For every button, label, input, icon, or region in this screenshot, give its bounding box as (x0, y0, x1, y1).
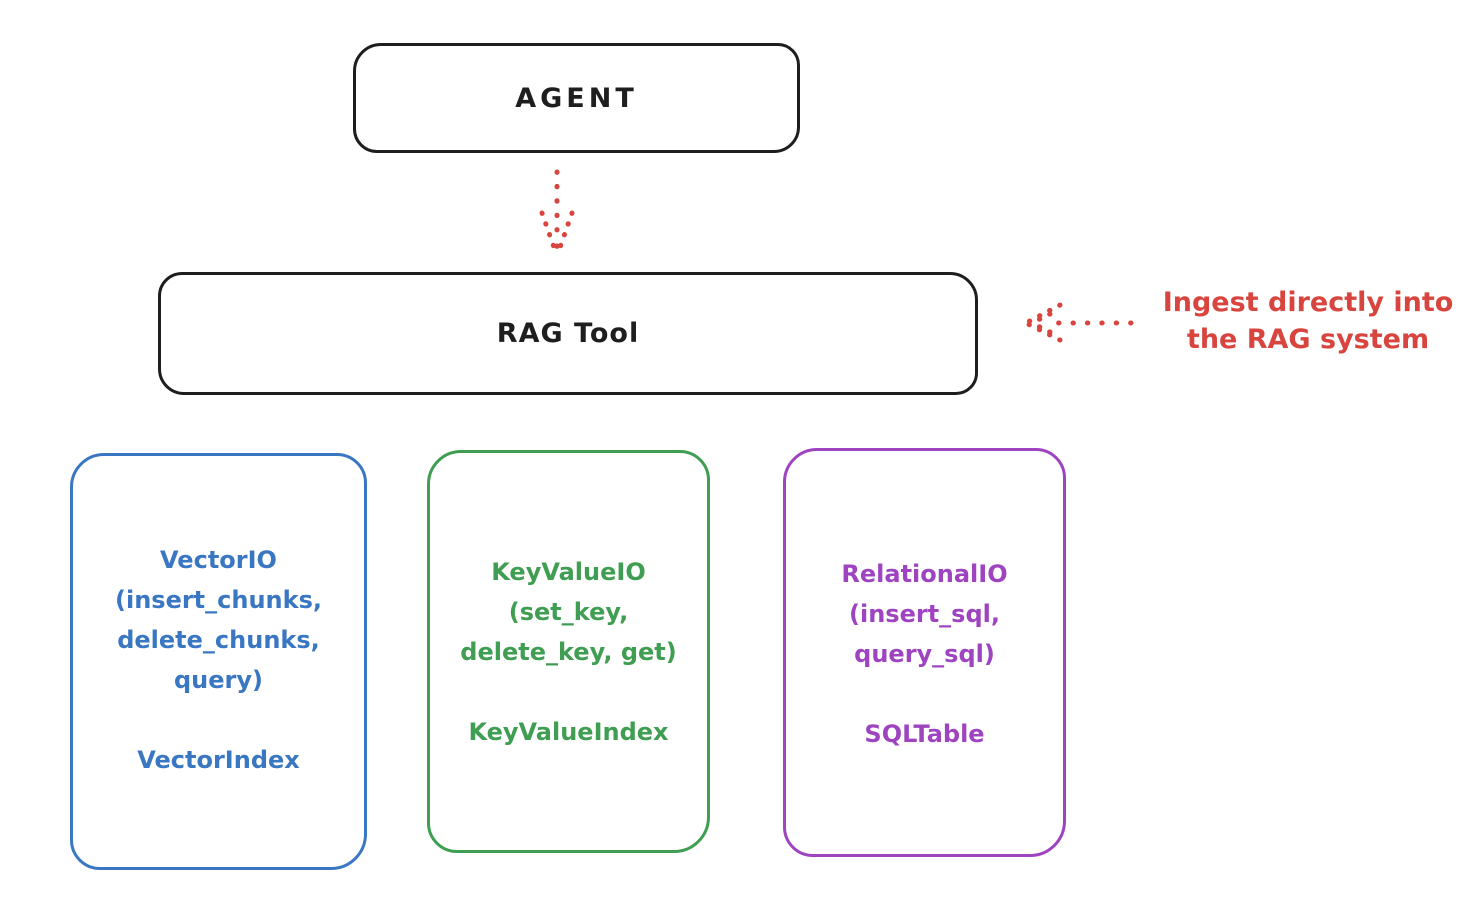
backend-keyvalueio-node: KeyValueIO (set_key, delete_key, get) Ke… (427, 450, 710, 853)
vectorio-line: delete_chunks, (117, 626, 320, 654)
keyvalueio-methods: KeyValueIO (set_key, delete_key, get) (430, 552, 707, 672)
rag-tool-node: RAG Tool (158, 272, 978, 395)
backend-vectorio-node: VectorIO (insert_chunks, delete_chunks, … (70, 453, 367, 870)
dotted-arrow-down-icon (539, 169, 575, 259)
ingest-annotation: Ingest directly into the RAG system (1140, 284, 1476, 358)
relationalio-line: query_sql) (854, 640, 995, 668)
ingest-annotation-line2: the RAG system (1186, 324, 1430, 355)
keyvalueio-line: delete_key, get) (460, 638, 677, 666)
ingest-annotation-line1: Ingest directly into (1162, 287, 1454, 318)
vectorio-line: (insert_chunks, (115, 586, 322, 614)
keyvalueio-line: KeyValueIO (491, 558, 646, 586)
vectorio-line: query) (174, 666, 263, 694)
dotted-arrow-left-icon (1023, 302, 1134, 343)
keyvalueio-line: (set_key, (508, 598, 629, 626)
relationalio-index-label: SQLTable (864, 720, 985, 748)
keyvalueio-index-label: KeyValueIndex (468, 718, 669, 746)
vectorio-line: VectorIO (160, 546, 277, 574)
backend-relationalio-node: RelationalIO (insert_sql, query_sql) SQL… (783, 448, 1066, 857)
relationalio-methods: RelationalIO (insert_sql, query_sql) (786, 554, 1063, 674)
relationalio-line: RelationalIO (841, 560, 1008, 588)
agent-node: AGENT (353, 43, 800, 153)
rag-tool-label: RAG Tool (496, 318, 640, 349)
vectorio-methods: VectorIO (insert_chunks, delete_chunks, … (73, 540, 364, 700)
vectorio-index-label: VectorIndex (137, 746, 300, 774)
agent-label: AGENT (515, 82, 638, 114)
relationalio-line: (insert_sql, (849, 600, 1000, 628)
